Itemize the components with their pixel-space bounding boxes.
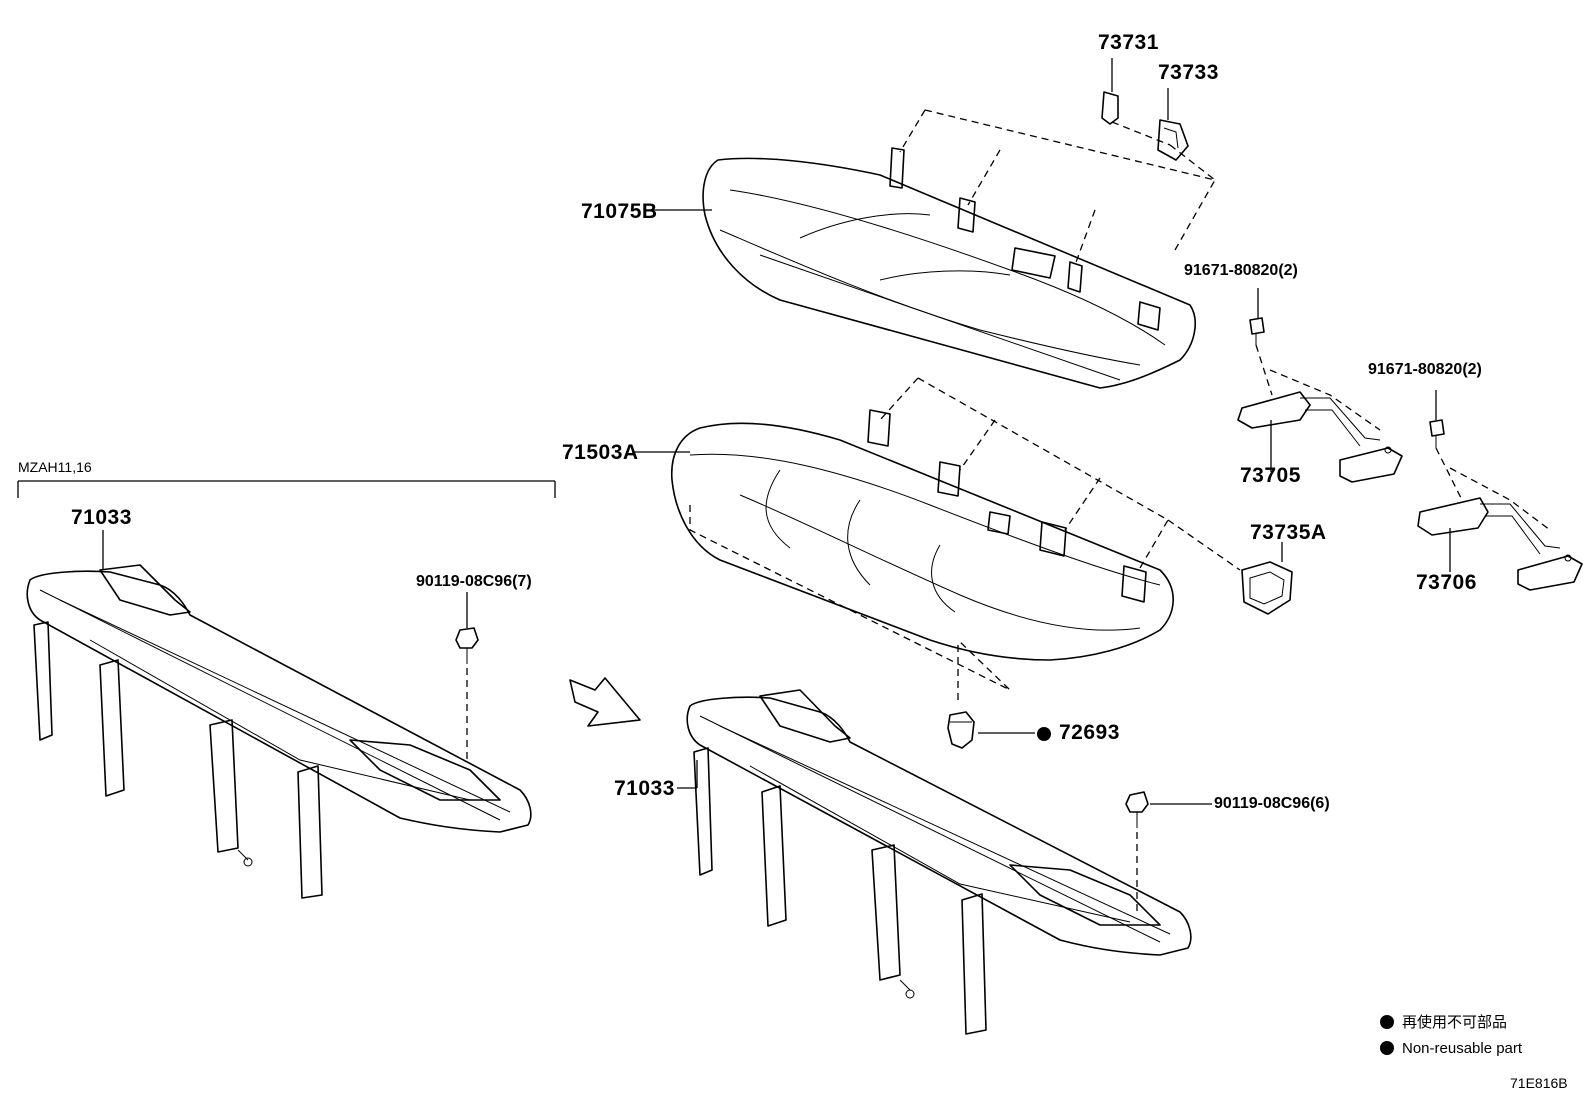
clip-73735A (1241, 542, 1293, 615)
bolt-90119-6 (1125, 791, 1212, 912)
label-71033-left: 71033 (71, 506, 132, 529)
label-72693-text: 72693 (1059, 721, 1120, 744)
legend-dot-jp (1380, 1015, 1394, 1029)
label-73735A: 73735A (1250, 521, 1327, 544)
label-71075B: 71075B (581, 200, 658, 223)
label-73705: 73705 (1240, 464, 1301, 487)
frame-71033-left (26, 530, 532, 899)
direction-arrow (569, 677, 641, 727)
nut-72693 (947, 711, 1035, 749)
legend-en: Non-reusable part (1380, 1041, 1522, 1056)
label-73706: 73706 (1416, 571, 1477, 594)
label-71033-right: 71033 (614, 777, 675, 800)
seat-cushion-71503A (670, 377, 1241, 705)
label-91671-a: 91671-80820(2) (1184, 262, 1298, 279)
bracket-73731 (1101, 58, 1119, 125)
legend-jp: 再使用不可部品 (1380, 1015, 1507, 1030)
variant-bracket (17, 480, 556, 498)
seat-back-71075B (702, 109, 1216, 389)
label-71503A: 71503A (562, 441, 639, 464)
figure-code: 71E816B (1510, 1075, 1568, 1091)
non-reusable-marker (1037, 727, 1051, 741)
label-72693: 72693 (1037, 722, 1120, 743)
frame-71033-right (686, 689, 1192, 1035)
bolt-90119-7 (455, 592, 479, 760)
label-73733: 73733 (1158, 61, 1219, 84)
bracket-73706 (1417, 390, 1583, 591)
label-90119-6: 90119-08C96(6) (1214, 795, 1330, 812)
bracket-73733 (1157, 88, 1189, 161)
bracket-73705 (1237, 288, 1403, 483)
legend-dot-en (1380, 1041, 1394, 1055)
label-73731: 73731 (1098, 31, 1159, 54)
variant-label: MZAH11,16 (18, 459, 92, 475)
legend-en-text: Non-reusable part (1402, 1040, 1523, 1057)
legend-jp-text: 再使用不可部品 (1402, 1014, 1508, 1031)
label-91671-b: 91671-80820(2) (1368, 361, 1482, 378)
label-90119-7: 90119-08C96(7) (416, 573, 532, 590)
